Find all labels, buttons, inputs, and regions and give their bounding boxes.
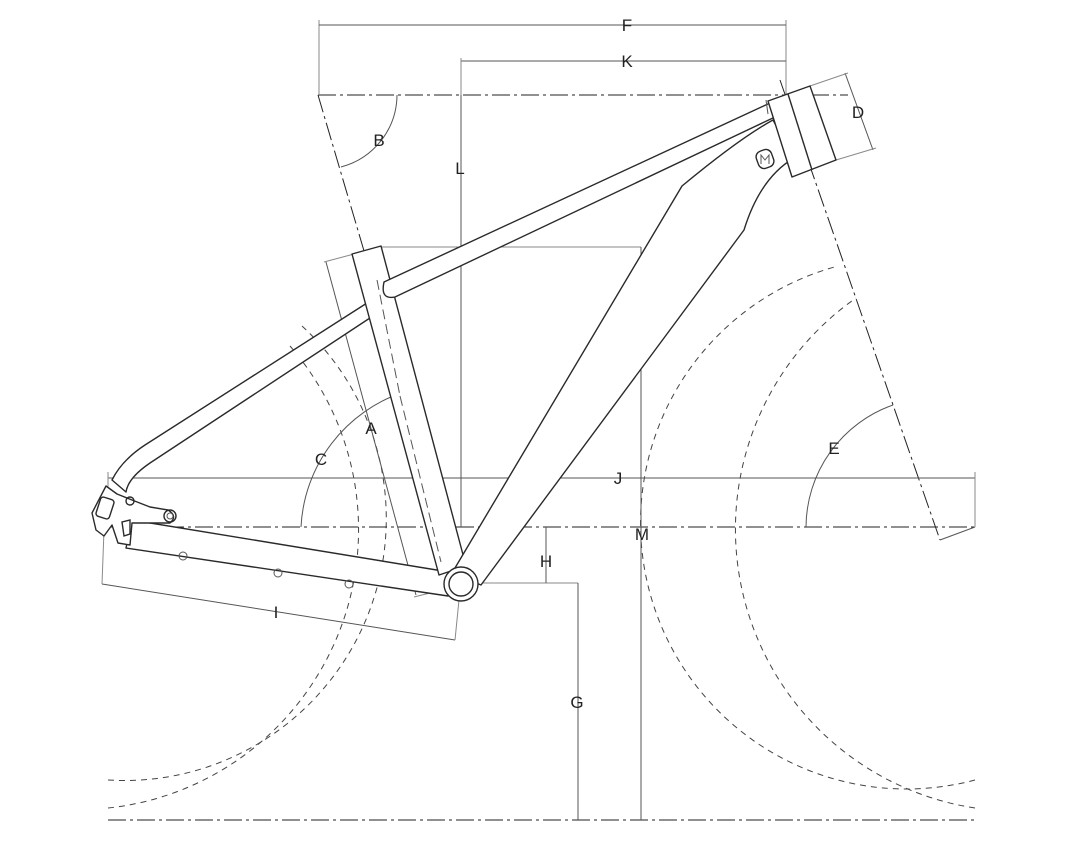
front-wheel-outline <box>640 265 976 809</box>
label-l: L <box>455 159 464 178</box>
head-badge-icon <box>755 148 775 170</box>
label-e: E <box>828 439 839 458</box>
top-tube <box>382 102 776 299</box>
label-k: K <box>621 52 633 71</box>
label-m: M <box>635 525 649 544</box>
bottom-bracket <box>443 566 479 602</box>
label-a: A <box>365 419 377 438</box>
label-d: D <box>852 103 864 122</box>
dimension-f: F <box>318 16 787 95</box>
angle-b-arc <box>340 94 398 168</box>
label-i: I <box>274 603 279 622</box>
dimension-k: K <box>460 52 786 95</box>
seat-tube <box>351 245 467 576</box>
rear-dropout <box>91 485 177 546</box>
dimension-g: G <box>470 582 584 820</box>
angle-e-arc <box>805 404 894 528</box>
fork-bottom-tick <box>939 526 976 541</box>
dimension-l: L <box>455 95 465 527</box>
rear-wheel-outline <box>107 325 387 809</box>
label-h: H <box>540 552 552 571</box>
label-f: F <box>622 16 632 35</box>
head-tube <box>755 85 837 178</box>
label-j: J <box>614 469 623 488</box>
label-c: C <box>315 450 327 469</box>
angle-c-arc <box>300 391 405 528</box>
dimension-d: D <box>809 72 877 161</box>
label-g: G <box>570 693 583 712</box>
dimension-h: H <box>540 527 552 583</box>
seatstay <box>111 301 377 493</box>
label-b: B <box>373 131 384 150</box>
